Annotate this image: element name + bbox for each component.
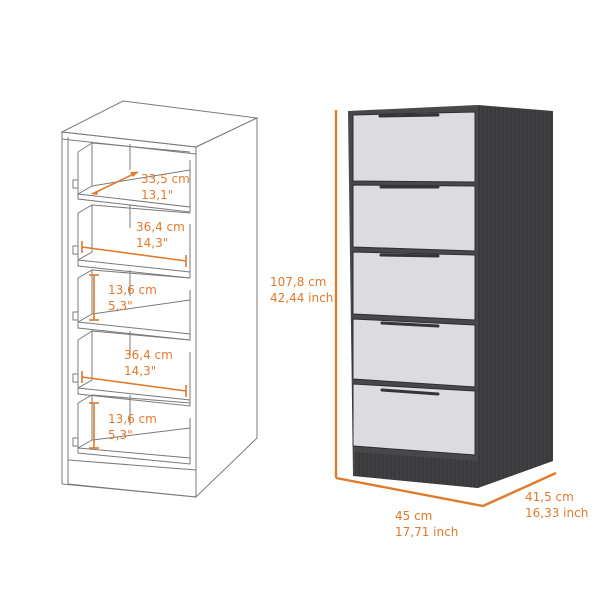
drawer4-width-cm: 36,4 cm	[124, 348, 173, 362]
drawer4-width-in: 14,3"	[124, 364, 157, 378]
drawer1-depth-in: 13,1"	[141, 188, 174, 202]
drawer5-height-cm: 13,6 cm	[108, 412, 157, 426]
height-in: 42,44 inch	[270, 291, 334, 305]
width-cm: 45 cm	[395, 509, 433, 523]
drawer5-height-in: 5,3"	[108, 428, 133, 442]
depth-in: 16,33 inch	[525, 506, 589, 520]
depth-cm: 41,5 cm	[525, 490, 574, 504]
drawer1-depth-cm: 33,5 cm	[141, 172, 190, 186]
drawer3-height-cm: 13,6 cm	[108, 283, 157, 297]
drawer3-height-in: 5,3"	[108, 299, 133, 313]
width-in: 17,71 inch	[395, 525, 459, 539]
drawer2-width-in: 14,3"	[136, 236, 169, 250]
drawer2-width-cm: 36,4 cm	[136, 220, 185, 234]
height-cm: 107,8 cm	[270, 275, 327, 289]
